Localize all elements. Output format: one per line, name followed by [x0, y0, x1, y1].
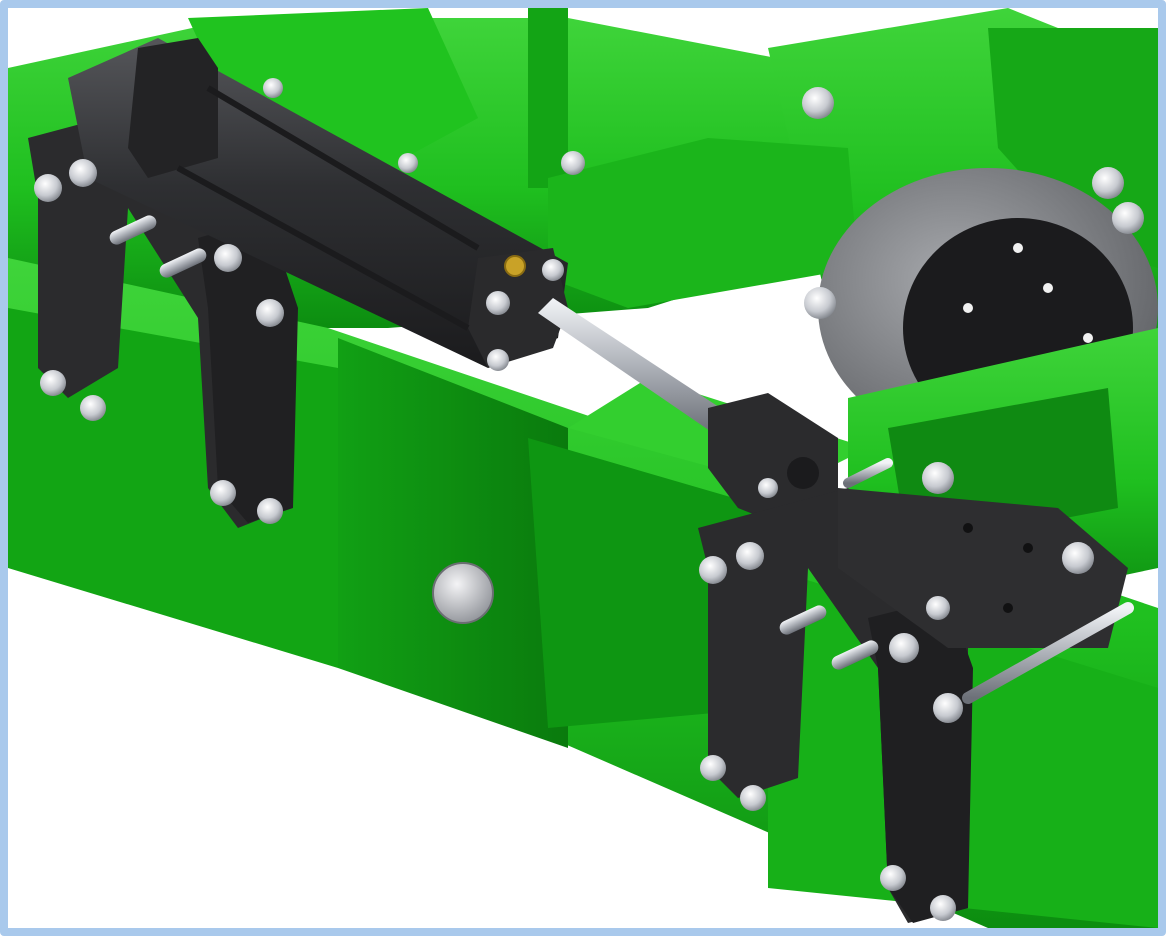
bolt-head	[1062, 542, 1094, 574]
wheel-hole	[1013, 243, 1023, 253]
mount-plate	[838, 488, 1128, 648]
bolt-head	[487, 349, 509, 371]
cylinder-end-cap	[128, 38, 218, 178]
bolt-head	[256, 299, 284, 327]
bolt-head	[933, 693, 963, 723]
pin	[159, 248, 207, 278]
rod-clevis	[708, 393, 838, 528]
wheel-hole	[1043, 283, 1053, 293]
bolt-head	[889, 633, 919, 663]
pin	[779, 605, 827, 635]
bolts	[34, 78, 1144, 921]
bolt-head	[69, 159, 97, 187]
tie-bar	[962, 602, 1134, 704]
bolt-head	[804, 287, 836, 319]
pin	[831, 640, 879, 670]
bolt-head	[561, 151, 585, 175]
bolt-head	[257, 498, 283, 524]
bolt-head	[1092, 167, 1124, 199]
pin	[109, 215, 157, 245]
piston-rod	[538, 298, 728, 433]
equipment-illustration	[8, 8, 1158, 928]
grease-fitting	[504, 255, 526, 277]
bolt-head	[542, 259, 564, 281]
bolt-head	[880, 865, 906, 891]
hydraulic-cylinder	[68, 38, 568, 368]
vertical-post	[528, 8, 568, 188]
bolt-head	[700, 755, 726, 781]
frame-end-plug	[432, 562, 494, 624]
bolt-head	[263, 78, 283, 98]
bolt-head	[922, 462, 954, 494]
cylinder-head	[468, 248, 568, 368]
right-mount-bracket	[698, 458, 1134, 923]
bolt-head	[736, 542, 764, 570]
tie-rod	[206, 85, 480, 251]
bolt-head	[210, 480, 236, 506]
bolt-head	[926, 596, 950, 620]
bolt-head	[34, 174, 62, 202]
bolt-head	[802, 87, 834, 119]
bolt-head	[398, 153, 418, 173]
bolt-head	[930, 895, 956, 921]
clevis-pin	[758, 478, 778, 498]
bolt-head	[80, 395, 106, 421]
bolt-head	[1112, 202, 1144, 234]
bolt-head	[40, 370, 66, 396]
tie-rod	[176, 165, 470, 331]
bolt-head	[740, 785, 766, 811]
bolt-head	[486, 291, 510, 315]
wheel-hole	[1083, 333, 1093, 343]
bolt-head	[699, 556, 727, 584]
wheel-hole	[963, 303, 973, 313]
bolt-head	[214, 244, 242, 272]
